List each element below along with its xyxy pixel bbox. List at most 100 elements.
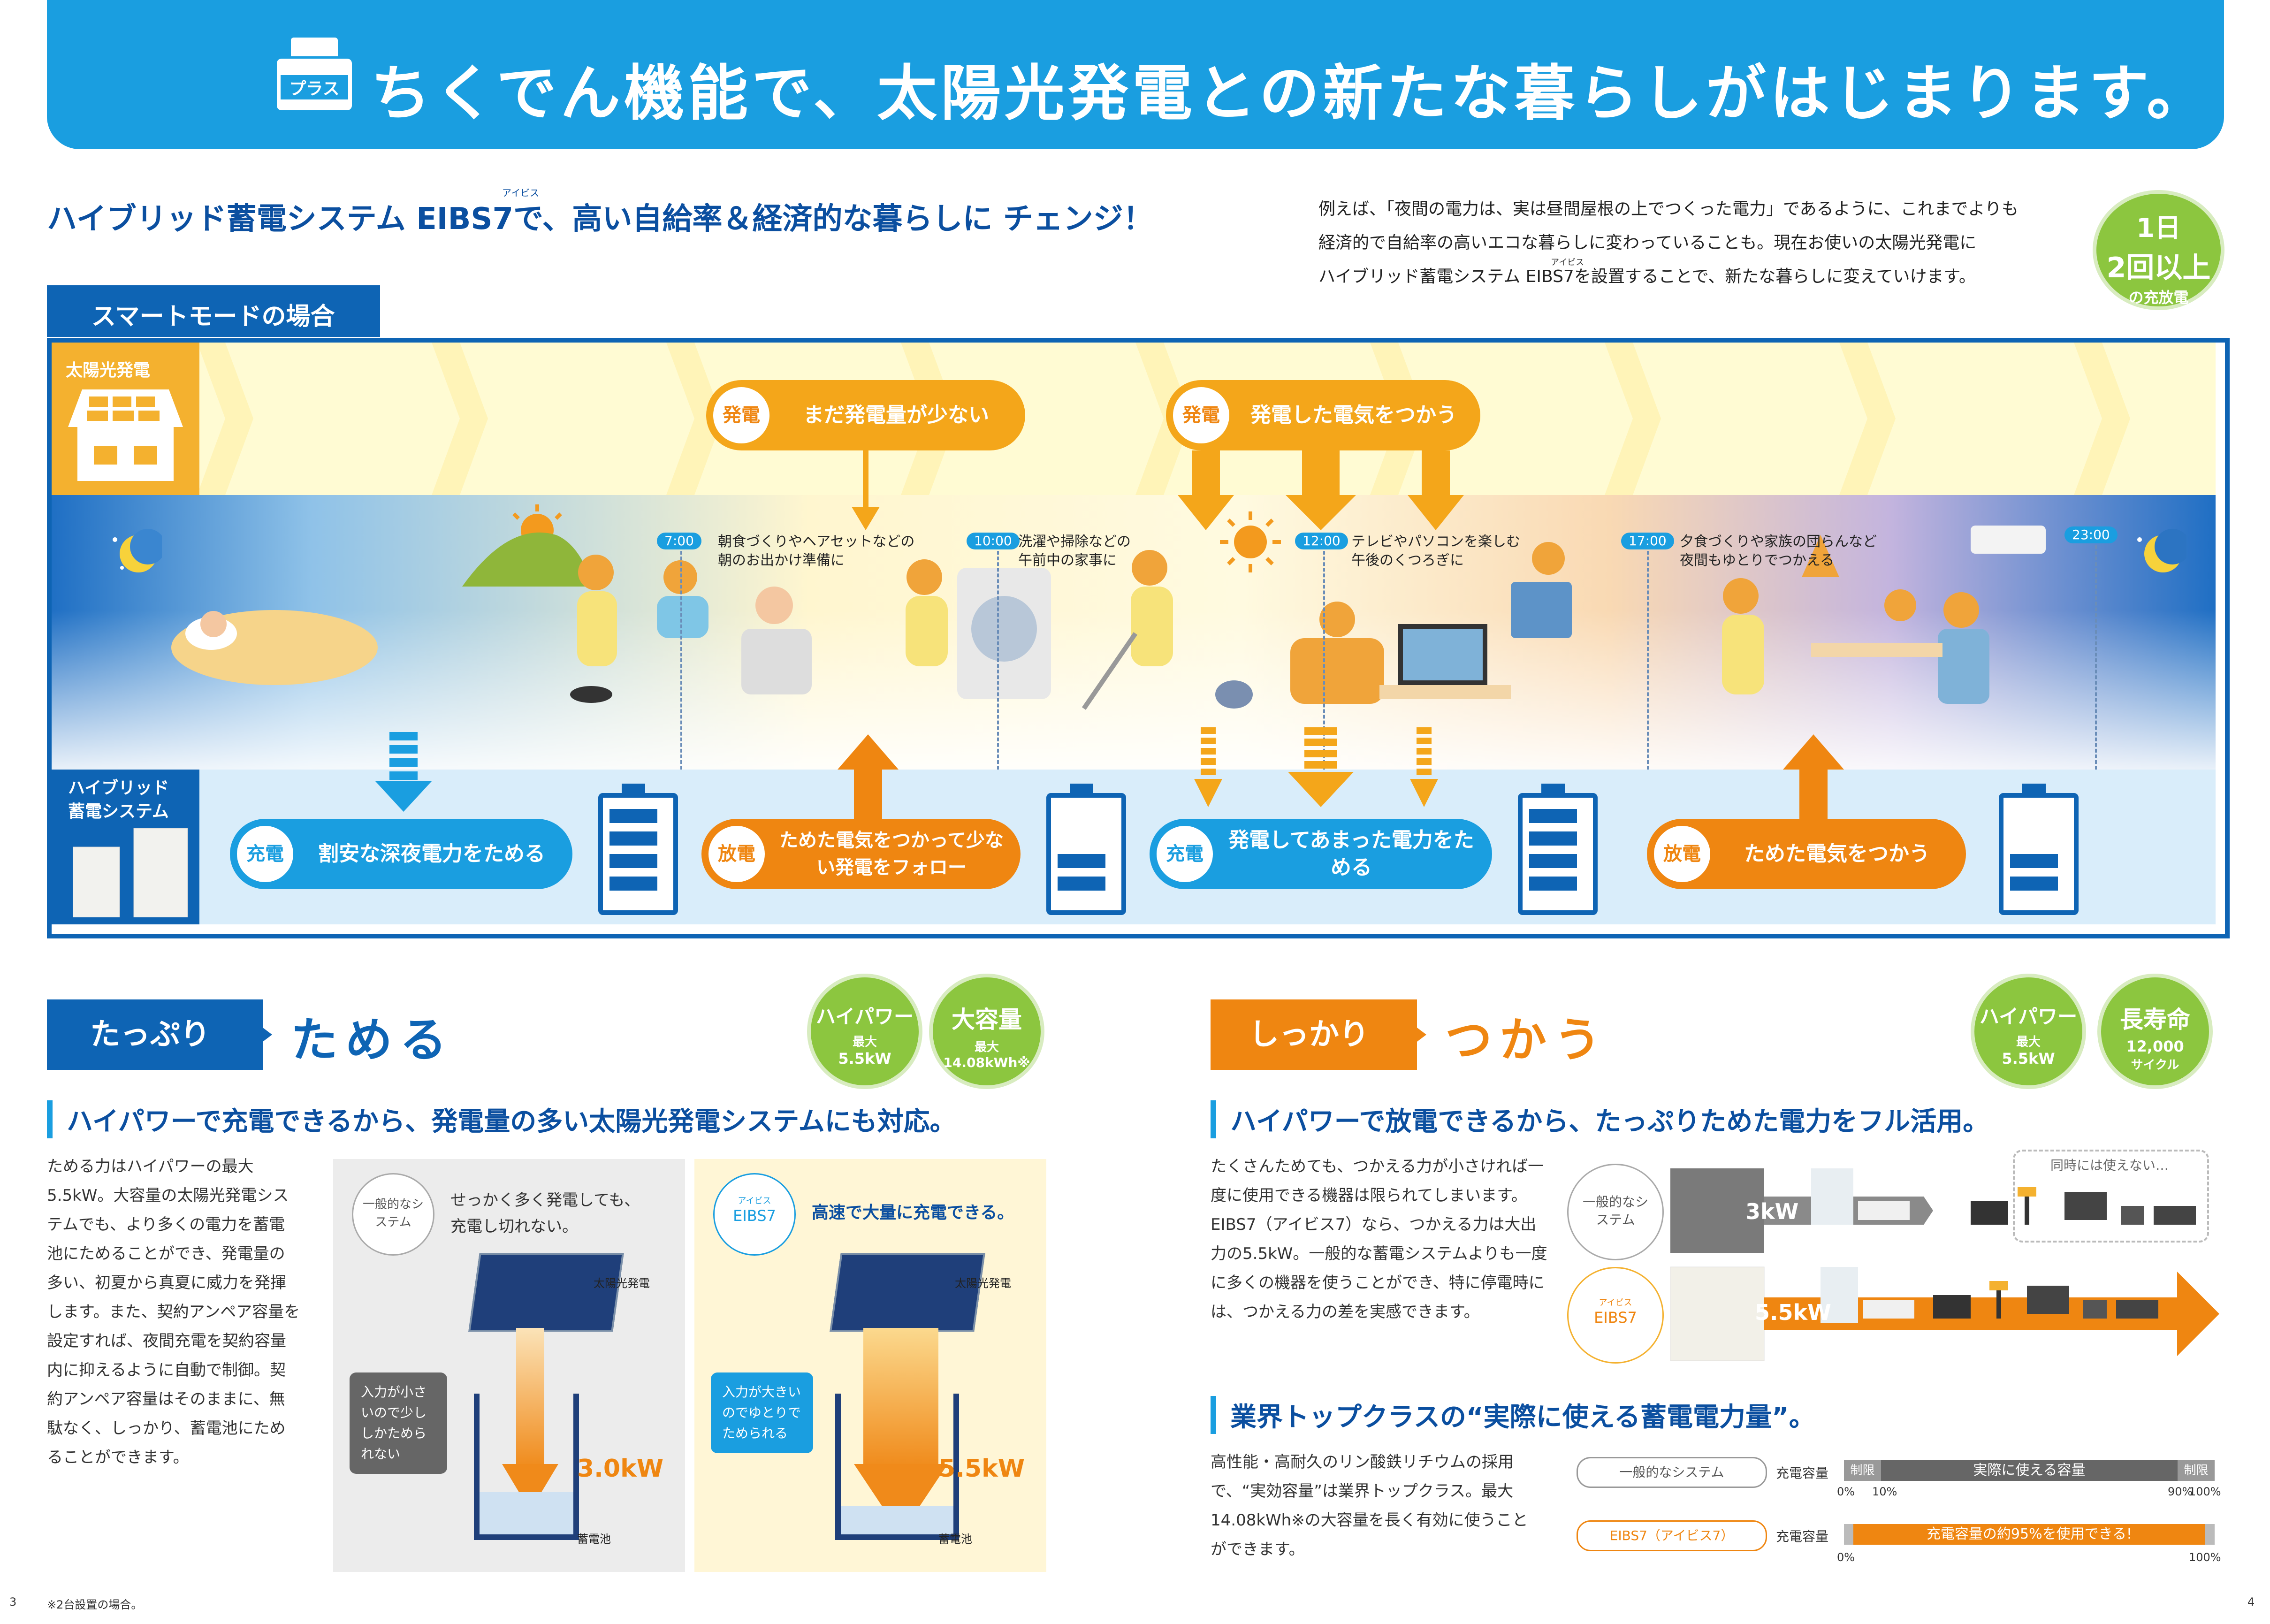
- solar-tag-label: 太陽光発電: [66, 361, 151, 380]
- solar-label-2: 太陽光発電: [955, 1277, 1011, 1290]
- time-badge: 7:00: [657, 533, 701, 549]
- pill-charge-surplus: 充電 発電してあまった電力をためる: [1150, 819, 1492, 889]
- chevron-decoration: [197, 343, 2130, 495]
- footnote: ※2台設置の場合。: [47, 1598, 143, 1611]
- right-body-2: 高性能・高耐久のリン酸鉄リチウムの採用で、“実効容量”は業界トップクラス。最大1…: [1211, 1453, 1528, 1559]
- cleaning-illustration: [1082, 550, 1253, 710]
- arrow-down-large-2: [1286, 450, 1356, 530]
- arrow-down-small: [852, 450, 880, 530]
- sleeping-person-illustration: [171, 610, 378, 685]
- right-heading: ハイパワーで放電できるから、たっぷりためた電力をフル活用。: [1211, 1100, 1989, 1138]
- bar-usable: 実際に使える容量: [1973, 1462, 2086, 1479]
- pill-generating-low: 発電 まだ発電量が少ない: [706, 380, 1025, 450]
- plus-label: プラス: [281, 75, 348, 99]
- badge-high-power-2: ハイパワー 最大 5.5kW: [1971, 974, 2086, 1089]
- time-badge: 12:00: [1295, 533, 1348, 549]
- arrow-down-large-1: [1178, 450, 1234, 530]
- tag-notch-2: [1408, 999, 1426, 1070]
- left-heading: ハイパワーで充電できるから、発電量の多い太陽光発電システムにも対応。: [47, 1100, 956, 1138]
- legend-general: 一般的なシステム: [1577, 1457, 1767, 1488]
- tag-notch: [253, 999, 272, 1070]
- eibs7-circle-2: アイビス EIBS7: [1567, 1267, 1664, 1364]
- time-label: テレビやパソコンを楽しむ午後のくつろぎに: [1351, 534, 1520, 569]
- solar-panel-icon: [468, 1253, 624, 1332]
- kw-3: 3.0kW: [577, 1455, 664, 1483]
- pill-charge-night: 充電 割安な深夜電力をためる: [230, 819, 572, 889]
- time-label: 朝食づくりやヘアセットなどの朝のお出かけ準備に: [718, 534, 915, 569]
- battery-tank-2: [835, 1394, 959, 1540]
- time-divider: [997, 540, 999, 770]
- arrow-down-small-charge: [1194, 727, 1222, 807]
- general-headline: せっかく多く発電しても、充電し切れない。: [450, 1191, 640, 1236]
- pill-discharge-follow: 放電 ためた電気をつかって少ない発電をフォロー: [701, 819, 1021, 889]
- arrow-up-discharge: [838, 734, 899, 828]
- general-system-circle-2: 一般的なシステム: [1567, 1164, 1664, 1260]
- time-badge: 10:00: [967, 533, 1020, 549]
- page-number-right: 4: [2247, 1595, 2255, 1609]
- callout-large-input: 入力が大きいのでゆとりでためられる: [711, 1372, 813, 1453]
- pill-using-generated: 発電 発電した電気をつかう: [1166, 380, 1480, 450]
- section-tag-tsukau: しっかり: [1211, 999, 1408, 1070]
- appliance-icons-gray: [1971, 1187, 2196, 1225]
- bar-usable-eibs: 充電容量の約95%を使用できる!: [1853, 1524, 2205, 1545]
- time-divider: [680, 540, 682, 770]
- time-badge: 17:00: [1621, 533, 1674, 549]
- callout-small-input: 入力が小さいので少ししかためられない: [350, 1372, 447, 1474]
- tick-0: 0%: [1837, 1485, 1855, 1498]
- battery-label: 蓄電池: [577, 1533, 611, 1546]
- smart-mode-title: スマートモードの場合: [91, 303, 335, 331]
- time-badge: 23:00: [2064, 526, 2118, 543]
- subhead: ハイブリッド蓄電システム EIBS7で、高い自給率＆経済的な暮らしに チェンジ！: [47, 202, 1153, 236]
- page-number-left: 3: [9, 1595, 17, 1609]
- one-day-badge: 1日 2回以上 の充放電: [2093, 190, 2224, 310]
- arrow-up-discharge-2: [1783, 734, 1844, 828]
- dinner-family-illustration: [1722, 526, 2046, 704]
- input-arrow-large: [854, 1328, 948, 1534]
- arrow-down-charge: [375, 732, 432, 812]
- arrow-down-small-charge-2: [1410, 727, 1438, 807]
- moon-icon-night: [2137, 529, 2186, 572]
- eibs7-circle: アイビス EIBS7: [713, 1173, 796, 1256]
- storage-unit-illustration: [73, 828, 188, 917]
- sunrise-hill-icon: [462, 504, 594, 587]
- bar-limit-low: 制限: [1844, 1460, 1881, 1481]
- input-arrow-small: [502, 1328, 558, 1511]
- storage-tag-label: ハイブリッド 蓄電システム: [68, 778, 169, 821]
- right-body: たくさんためても、つかえる力が小さければ一度に使用できる機器は限られてしまいます…: [1211, 1157, 1547, 1321]
- morning-family-illustration: [570, 555, 812, 703]
- solar-label: 太陽光発電: [594, 1277, 650, 1290]
- bar-eibs7: 充電容量の約95%を使用できる!: [1844, 1524, 2215, 1545]
- eibs7-headline: 高速で大量に充電できる。: [812, 1203, 1014, 1222]
- time-divider: [1647, 540, 1649, 770]
- house-solar-icon: [68, 389, 183, 481]
- row-label-eibs: 充電容量: [1776, 1529, 1829, 1544]
- bar-general: 制限 実際に使える容量 制限: [1844, 1460, 2215, 1481]
- time-label: 洗濯や掃除などの午前中の家事に: [1018, 534, 1131, 569]
- pill-discharge-use: 放電 ためた電気をつかう: [1647, 819, 1966, 889]
- tick-90: 90%: [2168, 1485, 2193, 1498]
- intro-text: 例えば、「夜間の電力は、実は昼間屋根の上でつくった電力」であるように、これまでよ…: [1318, 199, 2019, 286]
- kw-5-5: 5.5kW: [938, 1455, 1025, 1483]
- time-divider: [2095, 540, 2097, 770]
- section-tag-tamaru: たっぷり: [47, 999, 253, 1070]
- eibs7-output-diagram: [1670, 1266, 2219, 1361]
- battery-full-icon-2: [1518, 784, 1598, 915]
- tick-100: 100%: [2189, 1485, 2221, 1498]
- tick-10: 10%: [1872, 1485, 1897, 1498]
- kw-5-5-eibs: 5.5kW: [1755, 1300, 1831, 1325]
- arrow-down-large-charge: [1288, 727, 1354, 807]
- general-system-circle: 一般的なシステム: [352, 1173, 434, 1256]
- header-banner: [47, 0, 2224, 149]
- intro-ruby: アイビス: [1551, 258, 1584, 267]
- tick-100-eibs: 100%: [2189, 1551, 2221, 1564]
- banner-title: ちくでん機能で、太陽光発電との新たな暮らしがはじまります。: [371, 59, 2210, 129]
- bar-limit-high: 制限: [2178, 1460, 2215, 1481]
- section-title-tsukau: つかう: [1445, 1013, 1608, 1067]
- battery-label-2: 蓄電池: [938, 1533, 972, 1546]
- legend-eibs7: EIBS7（アイビス7）: [1577, 1520, 1767, 1551]
- subhead-ruby: アイビス: [502, 187, 539, 198]
- battery-tank: [474, 1394, 579, 1540]
- time-divider: [1323, 540, 1325, 770]
- cannot-use-label: 同時には使えない…: [2050, 1158, 2169, 1173]
- right-heading-2: 業界トップクラスの“実際に使える蓄電電力量”。: [1211, 1396, 1815, 1434]
